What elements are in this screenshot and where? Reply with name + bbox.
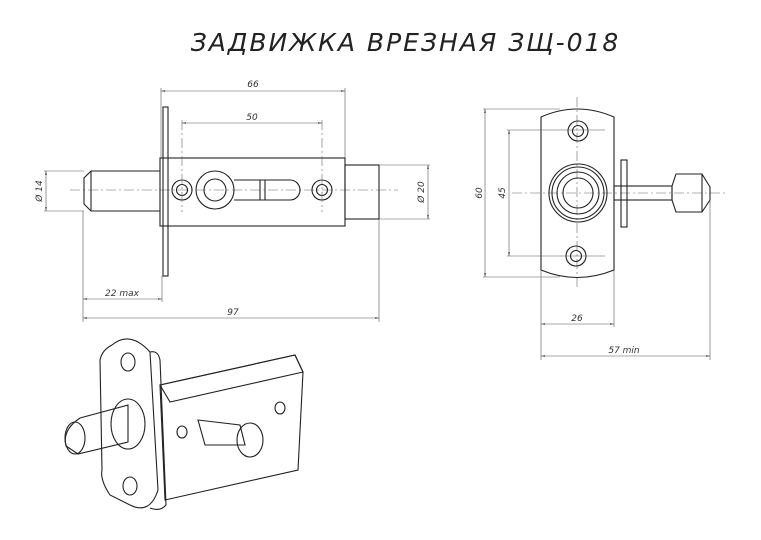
front-collar bbox=[344, 164, 380, 220]
dim-plate-height: 60 bbox=[475, 187, 485, 199]
front-flange bbox=[162, 106, 169, 277]
dim-overall-length: 97 bbox=[227, 308, 239, 318]
drawing-title: ЗАДВИЖКА ВРЕЗНАЯ ЗЩ-018 bbox=[190, 28, 621, 57]
front-bolt bbox=[83, 170, 160, 212]
front-view: 66 50 Ø 14 Ø 20 22 max 97 bbox=[34, 80, 430, 322]
dim-bolt-throw: 22 max bbox=[105, 289, 140, 299]
dim-hole-spacing: 50 bbox=[246, 113, 258, 123]
side-view: 60 45 26 57 min bbox=[475, 97, 725, 360]
dim-overall-depth: 57 min bbox=[608, 346, 640, 356]
dim-collar-diameter: Ø 20 bbox=[416, 181, 427, 204]
dim-body-length: 66 bbox=[247, 80, 259, 90]
dim-bolt-diameter: Ø 14 bbox=[34, 180, 45, 203]
dim-plate-width: 26 bbox=[571, 314, 583, 324]
isometric-view bbox=[64, 338, 304, 511]
side-flange bbox=[620, 159, 628, 228]
dim-side-hole-spacing: 45 bbox=[498, 187, 508, 199]
